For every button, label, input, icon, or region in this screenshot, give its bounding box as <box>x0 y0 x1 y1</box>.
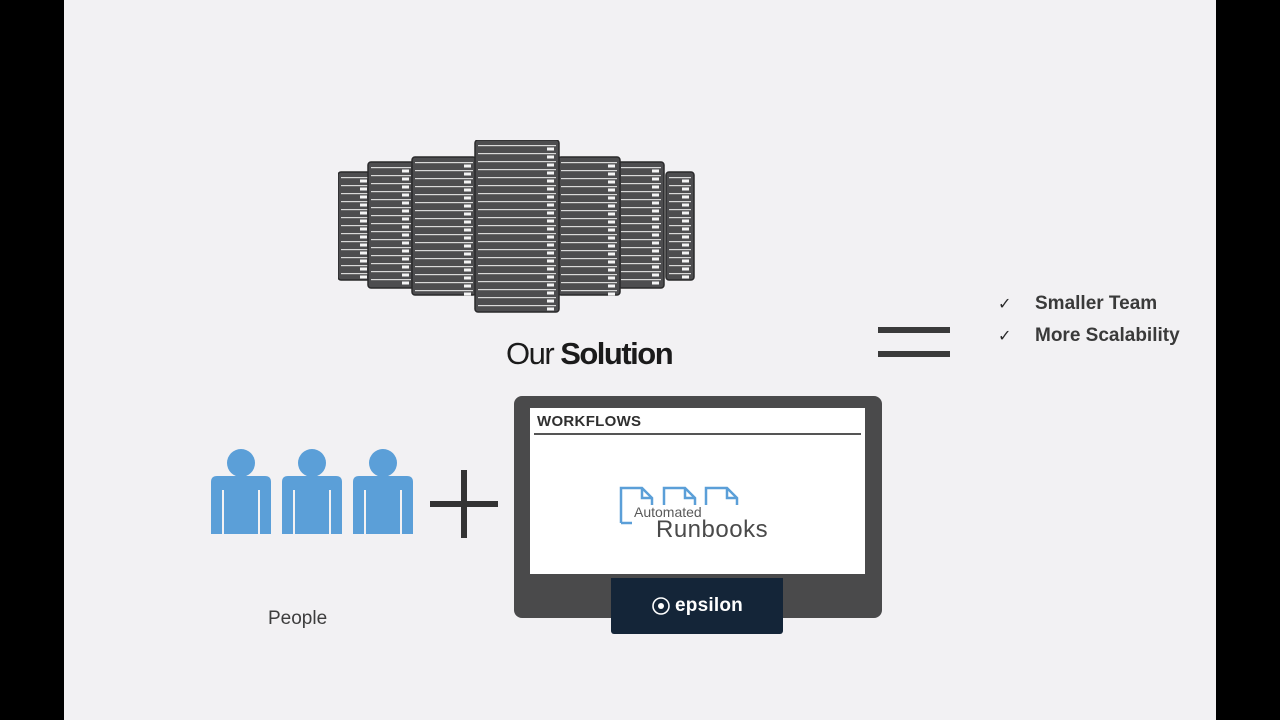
monitor: WORKFLOWS Automated Runbooks <box>514 396 882 618</box>
title-part-solution: Solution <box>560 336 673 371</box>
benefit-item: ✓ More Scalability <box>998 322 1180 350</box>
people-group <box>211 449 413 534</box>
server-rack-icon <box>338 140 695 313</box>
server-tower <box>367 161 415 289</box>
benefit-item: ✓ Smaller Team <box>998 290 1157 318</box>
checkmark-icon: ✓ <box>998 328 1012 345</box>
epsilon-logo-icon <box>652 597 670 615</box>
monitor-screen: WORKFLOWS Automated Runbooks <box>530 408 865 574</box>
server-tower <box>557 156 621 296</box>
runbooks-caption-small: Automated <box>634 504 702 520</box>
plus-icon <box>430 470 498 538</box>
brand-name: epsilon <box>675 595 743 616</box>
equals-bar-top <box>878 327 950 333</box>
server-tower <box>617 161 665 289</box>
benefit-text: More Scalability <box>1035 325 1180 346</box>
checkmark-icon: ✓ <box>998 296 1012 313</box>
person-icon <box>353 449 413 534</box>
person-icon <box>211 449 271 534</box>
person-icon <box>282 449 342 534</box>
divider <box>534 433 861 435</box>
server-tower <box>474 140 560 313</box>
workflows-heading: WORKFLOWS <box>537 413 642 430</box>
brand-bar: epsilon <box>611 578 783 634</box>
title-part-our: Our <box>506 336 555 371</box>
server-tower <box>338 171 373 281</box>
equals-bar-bottom <box>878 351 950 357</box>
server-tower <box>665 171 695 281</box>
runbooks-caption: Runbooks <box>656 516 769 543</box>
people-label: People <box>268 608 328 629</box>
runbook-docs-icon <box>619 486 739 525</box>
benefit-text: Smaller Team <box>1035 293 1158 314</box>
server-tower <box>411 156 477 296</box>
